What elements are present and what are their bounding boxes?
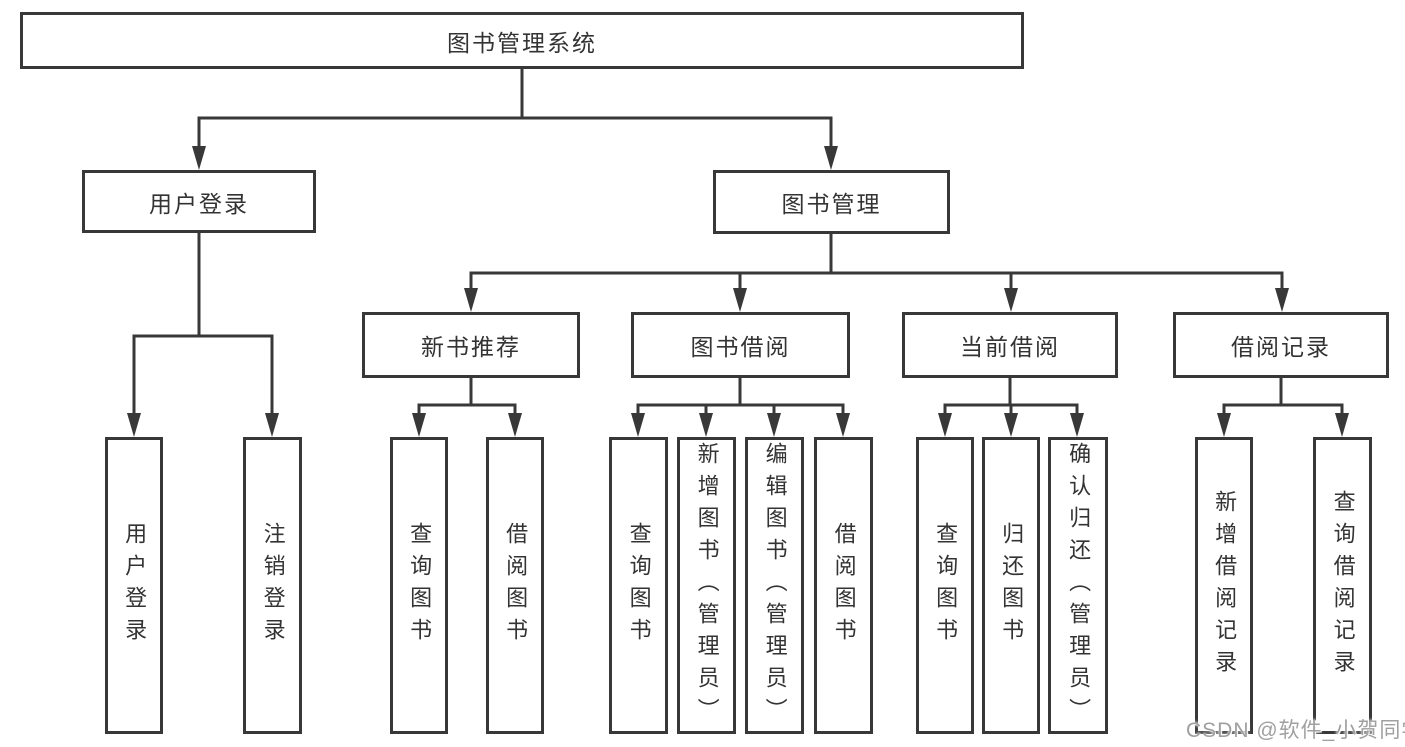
- node-label: 编辑图书（管理员）: [762, 441, 788, 730]
- node-current-borrowing: 当前借阅: [902, 312, 1118, 378]
- node-borrowing-records: 借阅记录: [1173, 312, 1389, 378]
- leaf-edit-books-admin: 编辑图书（管理员）: [745, 437, 804, 734]
- node-label: 新增借阅记录: [1212, 489, 1238, 682]
- leaf-confirm-return-admin: 确认归还（管理员）: [1048, 437, 1108, 734]
- leaf-add-borrow-record: 新增借阅记录: [1195, 437, 1253, 734]
- node-label: 借阅图书: [831, 521, 857, 650]
- node-book-borrowing: 图书借阅: [631, 312, 850, 378]
- node-label: 图书管理: [781, 191, 882, 217]
- leaf-query-books-current: 查询图书: [916, 437, 974, 734]
- node-label: 新增图书（管理员）: [694, 441, 720, 730]
- node-label: 新书推荐: [421, 334, 521, 360]
- node-label: 查询图书: [407, 521, 433, 650]
- node-label: 当前借阅: [960, 334, 1060, 360]
- node-new-book-recommend: 新书推荐: [362, 312, 580, 378]
- connector-lines: [132, 68, 1344, 419]
- leaf-query-borrow-record: 查询借阅记录: [1313, 437, 1372, 734]
- arrowhead-icon: [127, 146, 1349, 437]
- node-root-system: 图书管理系统: [20, 12, 1024, 69]
- leaf-add-books-admin: 新增图书（管理员）: [677, 437, 736, 734]
- node-book-management-module: 图书管理: [713, 170, 950, 234]
- node-label: 借阅记录: [1231, 334, 1331, 360]
- node-label: 用户登录: [122, 521, 148, 650]
- leaf-query-books-recommend: 查询图书: [390, 437, 448, 734]
- leaf-user-login: 用户登录: [105, 437, 163, 734]
- node-label: 查询图书: [933, 521, 959, 650]
- node-label: 注销登录: [260, 521, 286, 650]
- leaf-query-books-borrow: 查询图书: [609, 437, 668, 734]
- node-label: 确认归还（管理员）: [1066, 441, 1092, 730]
- leaf-return-books: 归还图书: [982, 437, 1040, 734]
- node-label: 图书管理系统: [447, 29, 597, 56]
- leaf-borrow-books-recommend: 借阅图书: [486, 437, 544, 734]
- node-user-login-module: 用户登录: [82, 170, 316, 233]
- leaf-borrow-books: 借阅图书: [814, 437, 873, 734]
- node-label: 用户登录: [149, 190, 249, 217]
- csdn-watermark: CSDN @软件_小贺同学: [1186, 719, 1405, 742]
- node-label: 借阅图书: [503, 521, 529, 650]
- node-label: 查询借阅记录: [1330, 489, 1356, 682]
- node-label: 查询图书: [626, 521, 652, 650]
- node-label: 图书借阅: [690, 334, 791, 360]
- node-label: 归还图书: [999, 521, 1025, 650]
- leaf-logout: 注销登录: [243, 437, 302, 734]
